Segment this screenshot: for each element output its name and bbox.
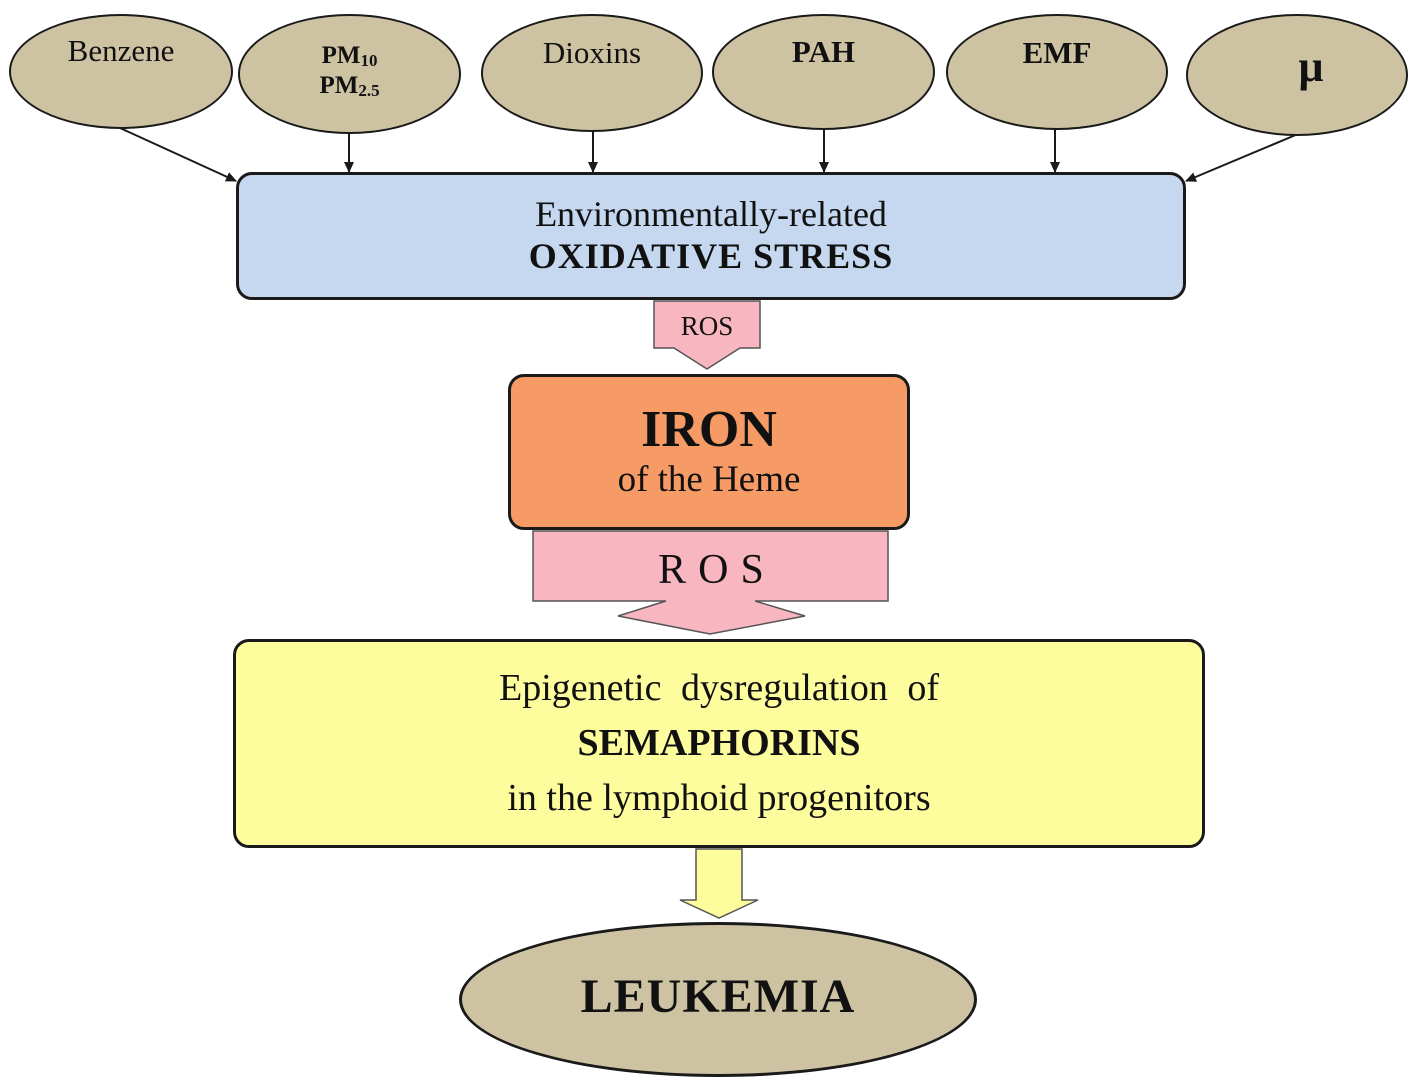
pm25-text: PM (319, 72, 359, 99)
semaphorins-box: Epigenetic dysregulation of SEMAPHORINS … (233, 639, 1205, 848)
pm10-text: PM (321, 41, 361, 69)
source-dioxins: Dioxins (481, 14, 703, 132)
ros-block-arrow-2 (532, 530, 889, 635)
source-pah: PAH (712, 14, 935, 130)
source-mu: μ (1186, 14, 1408, 136)
source-mu-label: μ (1298, 41, 1324, 91)
iron-subtitle: of the Heme (617, 459, 801, 501)
pm10-subscript: 10 (360, 50, 378, 70)
oxidative-stress-line1: Environmentally-related (535, 193, 887, 234)
source-pm25-label: PM2.5 (319, 71, 379, 101)
semaphorins-line3: in the lymphoid progenitors (507, 777, 931, 820)
semaphorins-line2: SEMAPHORINS (577, 721, 861, 764)
source-benzene-label: Benzene (67, 33, 175, 69)
source-emf-label: EMF (1022, 34, 1092, 70)
source-pah-label: PAH (791, 33, 856, 69)
source-dioxins-label: Dioxins (542, 34, 642, 70)
iron-box: IRON of the Heme (508, 374, 910, 530)
semaphorins-line1: Epigenetic dysregulation of (499, 666, 939, 709)
arrow-mu-to-stress (1185, 133, 1299, 182)
source-benzene: Benzene (9, 14, 233, 129)
pm25-subscript: 2.5 (358, 81, 380, 100)
yellow-block-arrow (679, 848, 759, 919)
oxidative-stress-line2: OXIDATIVE STRESS (528, 236, 894, 277)
ros-label-2: ROS (658, 547, 776, 593)
ros-block-arrow-1 (653, 300, 761, 370)
ros-label-1: ROS (680, 311, 734, 341)
leukemia-ellipse: LEUKEMIA (459, 922, 977, 1077)
oxidative-stress-box: Environmentally-related OXIDATIVE STRESS (236, 172, 1186, 300)
source-pm10-label: PM10 (322, 41, 378, 71)
source-emf: EMF (946, 14, 1168, 130)
leukemia-label: LEUKEMIA (580, 970, 856, 1023)
source-pm: PM10 PM2.5 (238, 14, 461, 134)
iron-title: IRON (641, 401, 777, 459)
arrow-benzene-to-stress (119, 127, 237, 182)
